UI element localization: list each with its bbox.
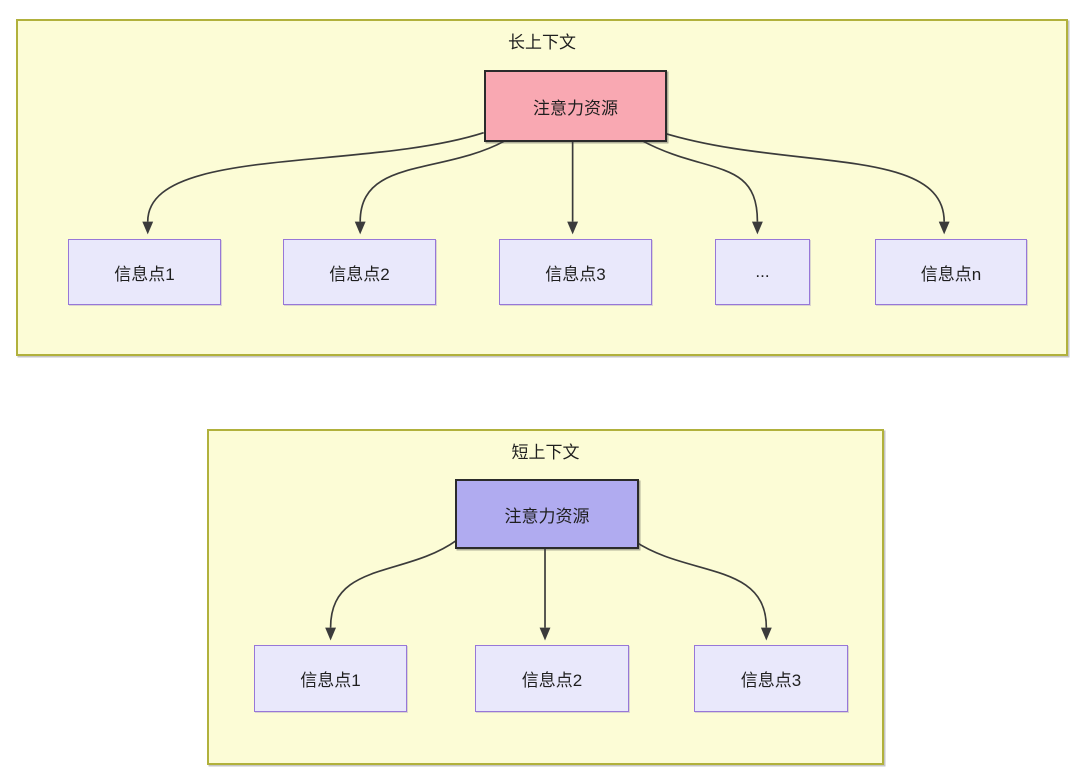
info-point-label: 信息点1 [114, 264, 175, 284]
arrowhead-icon [354, 221, 366, 235]
attention-resource-node-short: 注意力资源 [455, 479, 639, 549]
attention-resource-label: 注意力资源 [533, 98, 618, 118]
info-point-label: ... [755, 262, 770, 281]
short-context-container: 短上下文 注意力资源 信息点1 信息点2 信息点3 [207, 429, 884, 765]
arrowhead-icon [539, 627, 551, 641]
info-point-label: 信息点3 [740, 671, 802, 690]
arrowhead-icon [325, 627, 337, 641]
arrowhead-icon [567, 221, 579, 235]
info-point-label: 信息点3 [545, 264, 606, 284]
info-point-node-2: 信息点2 [283, 239, 436, 305]
arrowhead-icon [938, 221, 950, 235]
arrowhead-icon [751, 221, 763, 235]
arrow-line [662, 131, 946, 222]
info-point-node-3: 信息点3 [694, 645, 848, 712]
info-point-label: 信息点2 [329, 264, 390, 284]
attention-resource-label: 注意力资源 [504, 506, 590, 526]
info-point-node-1: 信息点1 [254, 645, 407, 712]
info-point-label: 信息点1 [300, 671, 361, 690]
arrow-line [633, 539, 768, 628]
info-point-label: 信息点2 [521, 671, 583, 690]
attention-resource-node-long: 注意力资源 [484, 70, 667, 142]
info-point-node-ellipsis: ... [715, 239, 810, 305]
long-context-container: 长上下文 注意力资源 信息点1 信息点2 信息点3 ... [16, 19, 1068, 356]
info-point-node-3: 信息点3 [499, 239, 652, 305]
arrowhead-icon [142, 221, 154, 235]
info-point-node-1: 信息点1 [68, 239, 221, 305]
arrow-line [359, 139, 506, 222]
info-point-node-n: 信息点n [875, 239, 1027, 305]
arrowhead-icon [760, 627, 772, 641]
info-point-label: 信息点n [920, 264, 982, 284]
long-context-title: 长上下文 [508, 33, 576, 52]
info-point-node-2: 信息点2 [475, 645, 629, 712]
short-context-title: 短上下文 [511, 443, 580, 462]
arrow-line [146, 131, 484, 222]
arrow-line [329, 539, 457, 628]
arrow-line [641, 139, 759, 222]
